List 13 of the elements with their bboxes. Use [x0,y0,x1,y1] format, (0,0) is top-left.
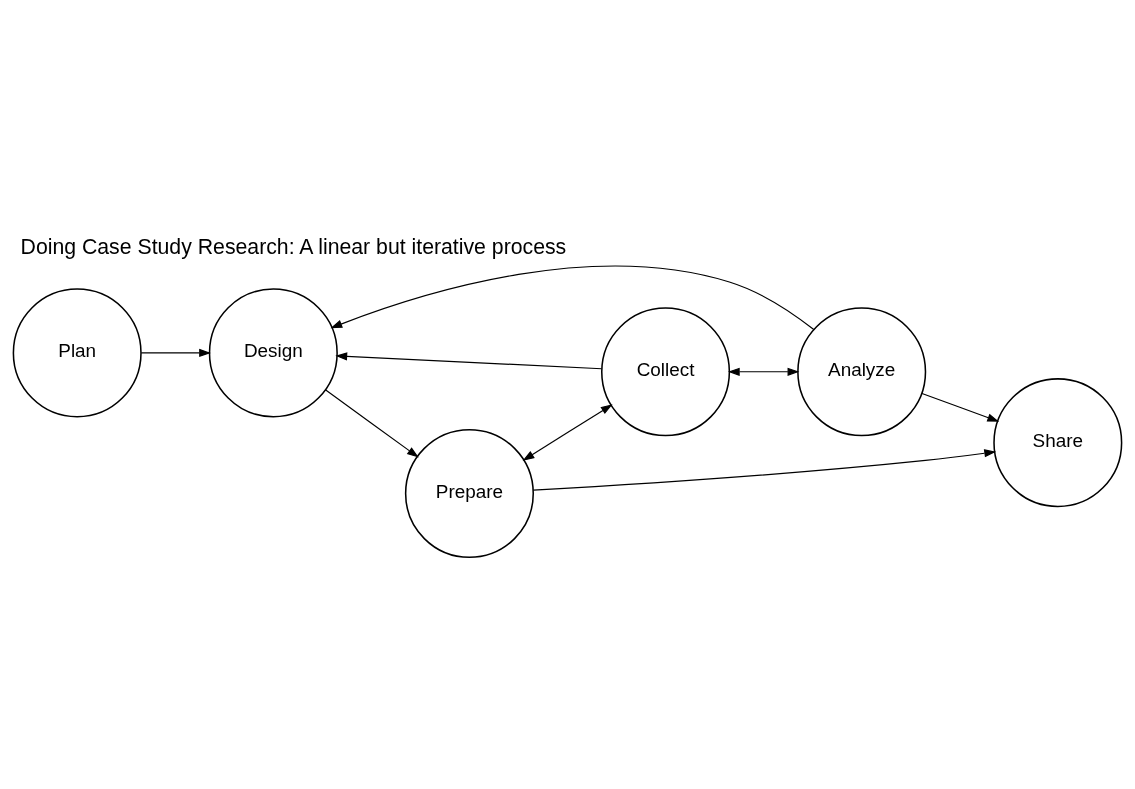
arrow [140,348,211,357]
arrow [532,448,997,491]
node-circle: Share [993,377,1123,507]
arrow [522,403,613,461]
node-circle: Analyze [797,306,927,436]
arrow [330,265,815,330]
node-circle: Design [208,287,338,417]
arrow [727,367,800,376]
node-circle: Plan [12,287,142,417]
diagram-title: Doing Case Study Research: A linear but iterative process [20,234,567,259]
arrow [921,392,1000,422]
arrow [324,388,419,458]
arrow [335,351,603,369]
